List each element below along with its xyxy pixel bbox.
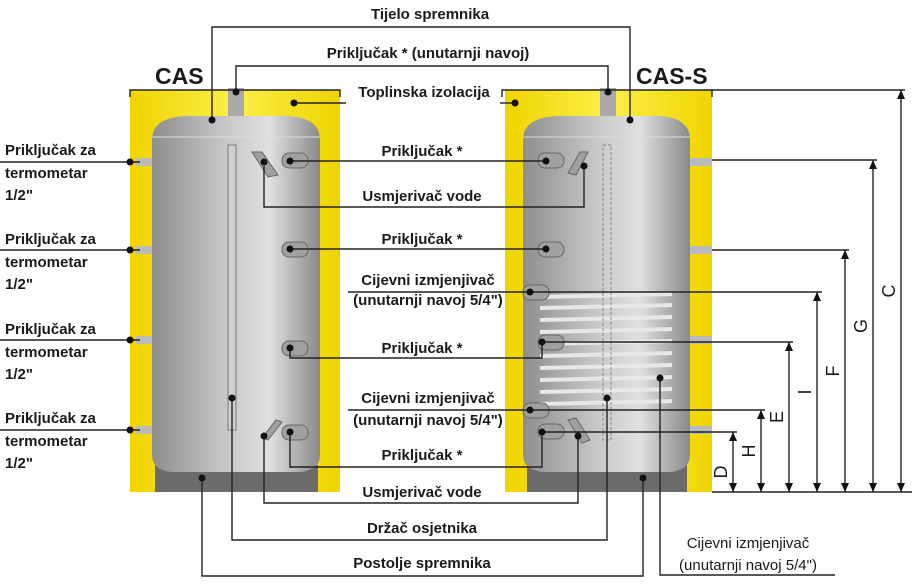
- dimension-label-E: E: [767, 411, 787, 423]
- thermometer-label-3-line1: Priključak za: [5, 321, 97, 338]
- cas-tank: [130, 88, 340, 492]
- dimension-arrow: [897, 483, 905, 492]
- thermometer-label-1-line2: termometar: [5, 165, 88, 182]
- label-tank-body: Tijelo spremnika: [371, 6, 490, 23]
- leader-lines: [0, 26, 835, 577]
- thermometer-labels: Priključak za termometar 1/2" Priključak…: [5, 142, 97, 472]
- cas-s-tank: [505, 88, 712, 492]
- label-water-diverter-bottom: Usmjerivač vode: [362, 484, 481, 501]
- dimension-label-C: C: [879, 285, 899, 298]
- dimension-label-H: H: [739, 445, 759, 458]
- thermometer-label-2-line3: 1/2": [5, 276, 33, 293]
- label-connection-1: Priključak *: [382, 143, 463, 160]
- thermometer-label-2-line2: termometar: [5, 254, 88, 271]
- label-tank-stand: Postolje spremnika: [353, 555, 491, 572]
- label-heat-exchanger-top: Cijevni izmjenjivač: [361, 272, 494, 289]
- label-heat-exchanger-bottom: Cijevni izmjenjivač: [361, 390, 494, 407]
- thermometer-label-4-line1: Priključak za: [5, 410, 97, 427]
- cas-sensor-holder: [227, 144, 237, 431]
- label-insulation: Toplinska izolacija: [358, 84, 490, 101]
- dimension-label-F: F: [823, 366, 843, 377]
- dimension-arrow: [841, 483, 849, 492]
- label-heat-exchanger-side-thread: (unutarnji navoj 5/4"): [679, 557, 817, 574]
- label-connection-2: Priključak *: [382, 231, 463, 248]
- label-water-diverter-top: Usmjerivač vode: [362, 188, 481, 205]
- label-sensor-holder: Držač osjetnika: [367, 520, 478, 537]
- label-connection-4: Priključak *: [382, 447, 463, 464]
- thermometer-label-3-line3: 1/2": [5, 366, 33, 383]
- title-cas: CAS: [155, 63, 204, 89]
- thermometer-label-4-line3: 1/2": [5, 455, 33, 472]
- dimension-arrow: [785, 342, 793, 351]
- label-heat-exchanger-side: Cijevni izmjenjivač: [687, 535, 810, 552]
- title-cas-s: CAS-S: [636, 63, 708, 89]
- label-connection-3: Priključak *: [382, 340, 463, 357]
- dimension-arrow: [841, 250, 849, 259]
- label-heat-exchanger-bottom-thread: (unutarnji navoj 5/4"): [353, 412, 503, 429]
- cas-s-top-pipe: [600, 88, 616, 118]
- dimension-lines: DH E I F G C: [711, 89, 912, 493]
- thermometer-label-1-line1: Priključak za: [5, 142, 97, 159]
- label-top-connection: Priključak * (unutarnji navoj): [327, 45, 530, 62]
- dimension-arrow: [785, 483, 793, 492]
- dimension-arrow: [897, 90, 905, 99]
- dimension-arrow: [757, 410, 765, 419]
- thermometer-label-3-line2: termometar: [5, 344, 88, 361]
- dimension-arrow: [757, 483, 765, 492]
- dimension-arrow: [813, 292, 821, 301]
- thermometer-label-2-line1: Priključak za: [5, 231, 97, 248]
- thermometer-label-4-line2: termometar: [5, 433, 88, 450]
- dimension-arrow: [813, 483, 821, 492]
- cas-top-pipe: [228, 88, 244, 118]
- dimension-label-D: D: [711, 466, 731, 479]
- dimension-arrow: [869, 160, 877, 169]
- thermometer-label-1-line3: 1/2": [5, 187, 33, 204]
- dimension-arrow: [869, 483, 877, 492]
- dimension-arrow: [729, 432, 737, 441]
- label-heat-exchanger-top-thread: (unutarnji navoj 5/4"): [353, 292, 503, 309]
- dimension-arrow: [729, 483, 737, 492]
- dimension-label-I: I: [795, 389, 815, 394]
- dimension-label-G: G: [851, 319, 871, 333]
